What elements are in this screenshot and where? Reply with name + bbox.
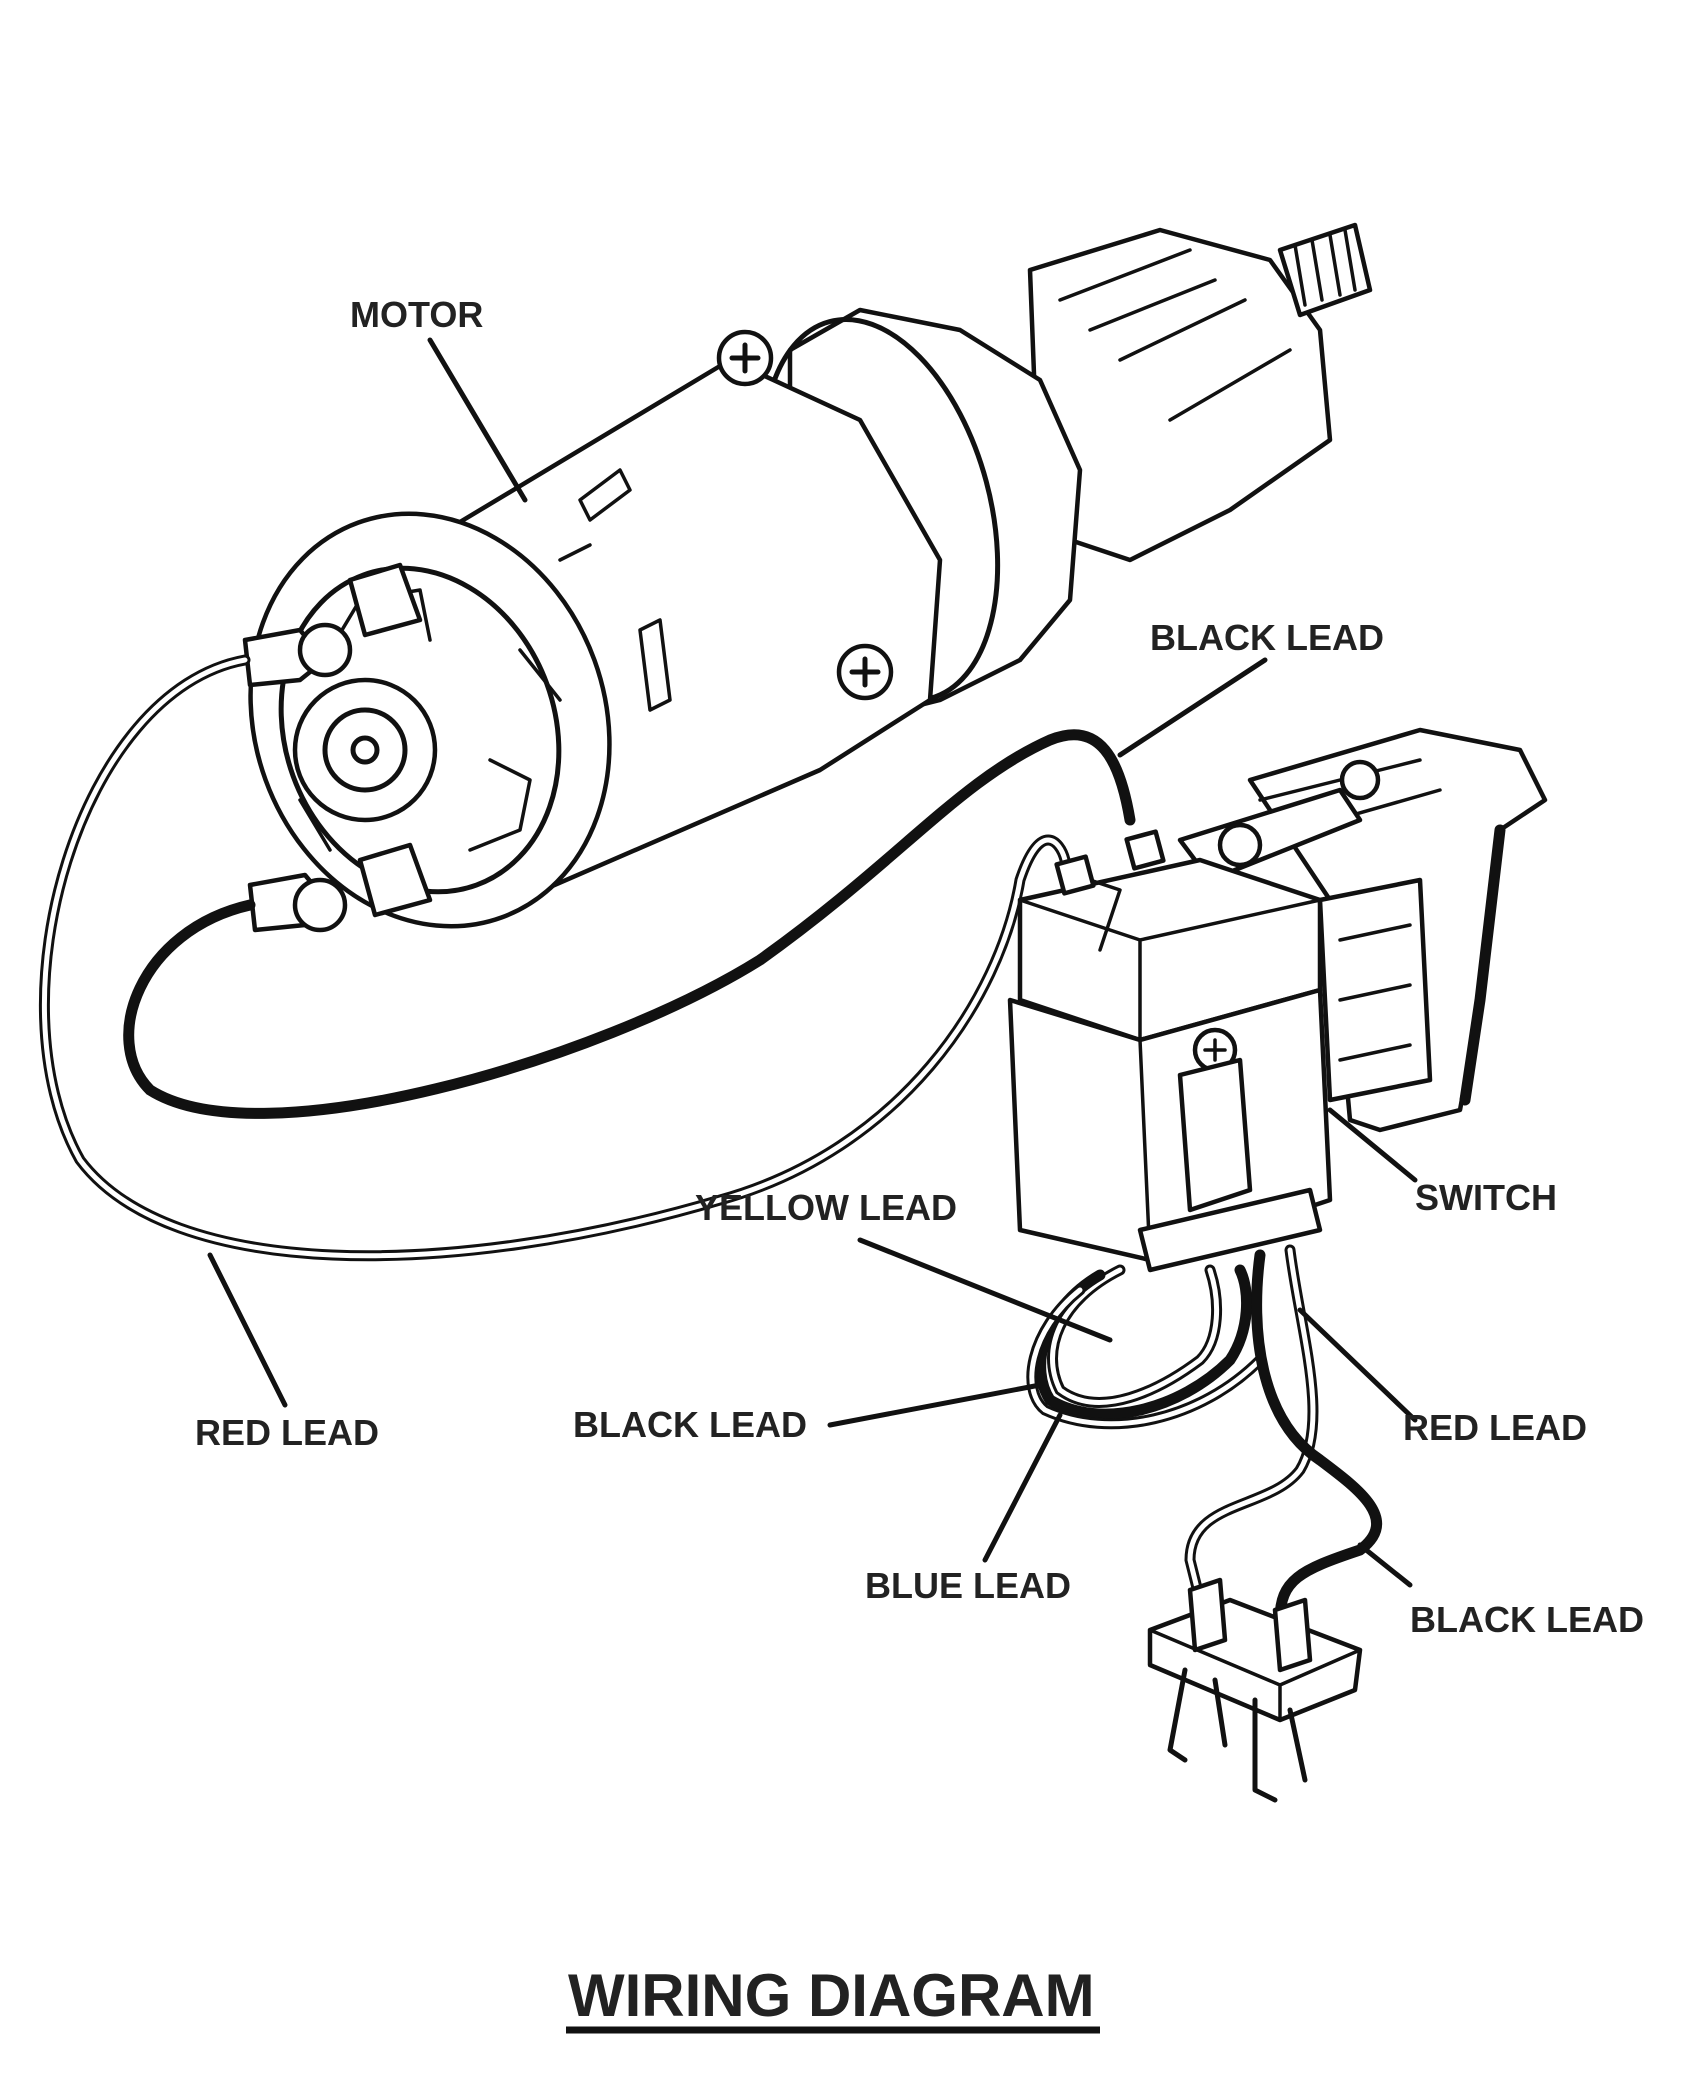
battery-red-lead-wire: [1184, 1244, 1319, 1606]
label-red-lead-right: RED LEAD: [1403, 1407, 1587, 1448]
motor-red-lead-wire: [38, 654, 1071, 1262]
screw-icon: [836, 643, 894, 701]
motor-end-cap: [278, 562, 562, 918]
label-black-lead-bottom: BLACK LEAD: [1410, 1599, 1644, 1640]
label-switch: SWITCH: [1415, 1177, 1557, 1218]
label-black-lead-mid: BLACK LEAD: [573, 1404, 807, 1445]
battery-black-lead-wire: [1251, 1249, 1383, 1626]
label-motor: MOTOR: [350, 294, 483, 335]
label-blue-lead: BLUE LEAD: [865, 1565, 1071, 1606]
motor-black-lead-wire: [123, 729, 1136, 1119]
label-yellow-lead: YELLOW LEAD: [695, 1187, 957, 1228]
switch: [1007, 727, 1548, 1273]
label-red-lead-left: RED LEAD: [195, 1412, 379, 1453]
label-black-lead-top: BLACK LEAD: [1150, 617, 1384, 658]
page-title: WIRING DIAGRAM: [568, 1962, 1095, 2029]
switch-side-leads: [1026, 1264, 1266, 1430]
motor-shaft: [1277, 222, 1373, 318]
screw-icon: [716, 329, 774, 387]
motor: [242, 222, 1373, 933]
leader-lines: [207, 337, 1418, 1588]
battery-terminal: [1147, 1577, 1363, 1803]
motor-terminal-top: [242, 622, 353, 688]
motor-terminal-bottom: [247, 872, 348, 933]
